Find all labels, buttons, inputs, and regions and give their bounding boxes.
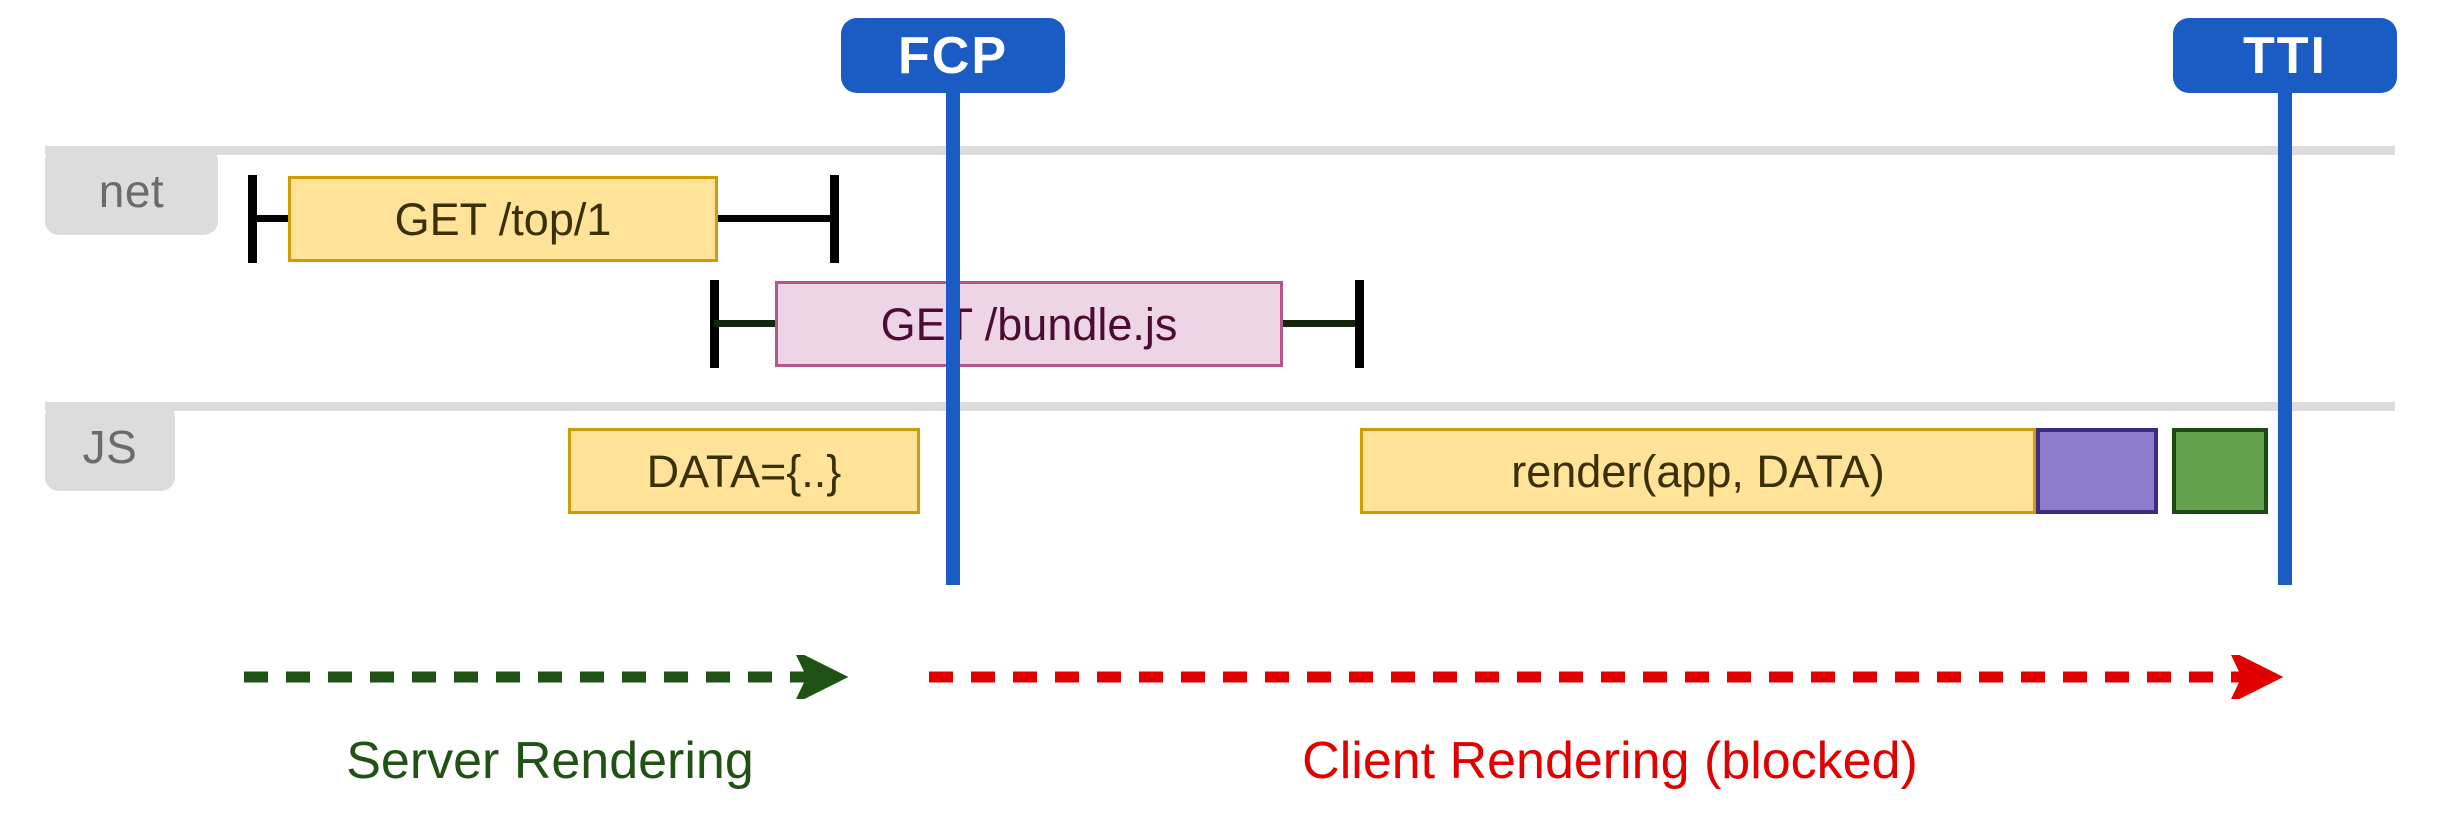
bar-render-app[interactable]: render(app, DATA) bbox=[1360, 428, 2036, 514]
milestone-line-fcp bbox=[946, 85, 960, 585]
whisker-stem-bundle-end bbox=[1280, 320, 1359, 327]
milestone-line-tti bbox=[2278, 85, 2292, 585]
whisker-cap-get-top-end bbox=[830, 175, 839, 263]
client-rendering-arrow-icon bbox=[929, 655, 2284, 699]
bar-get-bundle-js[interactable]: GET /bundle.js bbox=[775, 281, 1283, 367]
lane-rule-js bbox=[45, 402, 2395, 411]
lane-label-js: JS bbox=[45, 403, 175, 491]
milestone-flag-fcp[interactable]: FCP bbox=[841, 18, 1065, 93]
whisker-stem-get-top-end bbox=[715, 215, 835, 222]
whisker-cap-bundle-end bbox=[1355, 280, 1364, 368]
lane-label-net: net bbox=[45, 147, 218, 235]
bar-data-assign[interactable]: DATA={..} bbox=[568, 428, 920, 514]
server-rendering-arrow-icon bbox=[244, 655, 849, 699]
milestone-flag-tti[interactable]: TTI bbox=[2173, 18, 2397, 93]
bar-get-top[interactable]: GET /top/1 bbox=[288, 176, 718, 262]
bar-paint[interactable] bbox=[2172, 428, 2268, 514]
whisker-stem-get-top-start bbox=[252, 215, 292, 222]
whisker-stem-bundle-start bbox=[714, 320, 779, 327]
phase-label-client-rendering: Client Rendering (blocked) bbox=[1302, 732, 1918, 790]
phase-label-server-rendering: Server Rendering bbox=[346, 732, 754, 790]
lane-rule-net bbox=[45, 146, 2395, 155]
bar-hydrate[interactable] bbox=[2036, 428, 2158, 514]
